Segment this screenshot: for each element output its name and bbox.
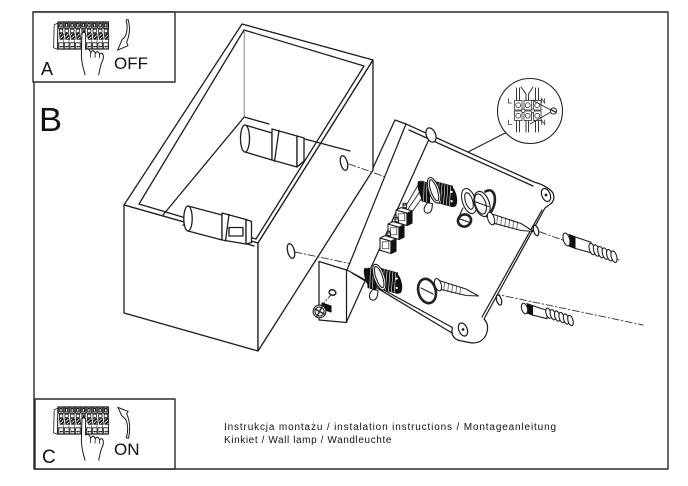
svg-text:Instrukcja montażu / instalati: Instrukcja montażu / instalation instruc… — [224, 422, 557, 433]
svg-text:B: B — [39, 101, 62, 138]
svg-text:A: A — [41, 59, 53, 79]
svg-text:C: C — [42, 447, 56, 468]
svg-text:Kinkiet / Wall lamp / Wandleuc: Kinkiet / Wall lamp / Wandleuchte — [224, 435, 392, 446]
svg-text:ON: ON — [114, 440, 140, 459]
svg-text:OFF: OFF — [114, 54, 148, 73]
